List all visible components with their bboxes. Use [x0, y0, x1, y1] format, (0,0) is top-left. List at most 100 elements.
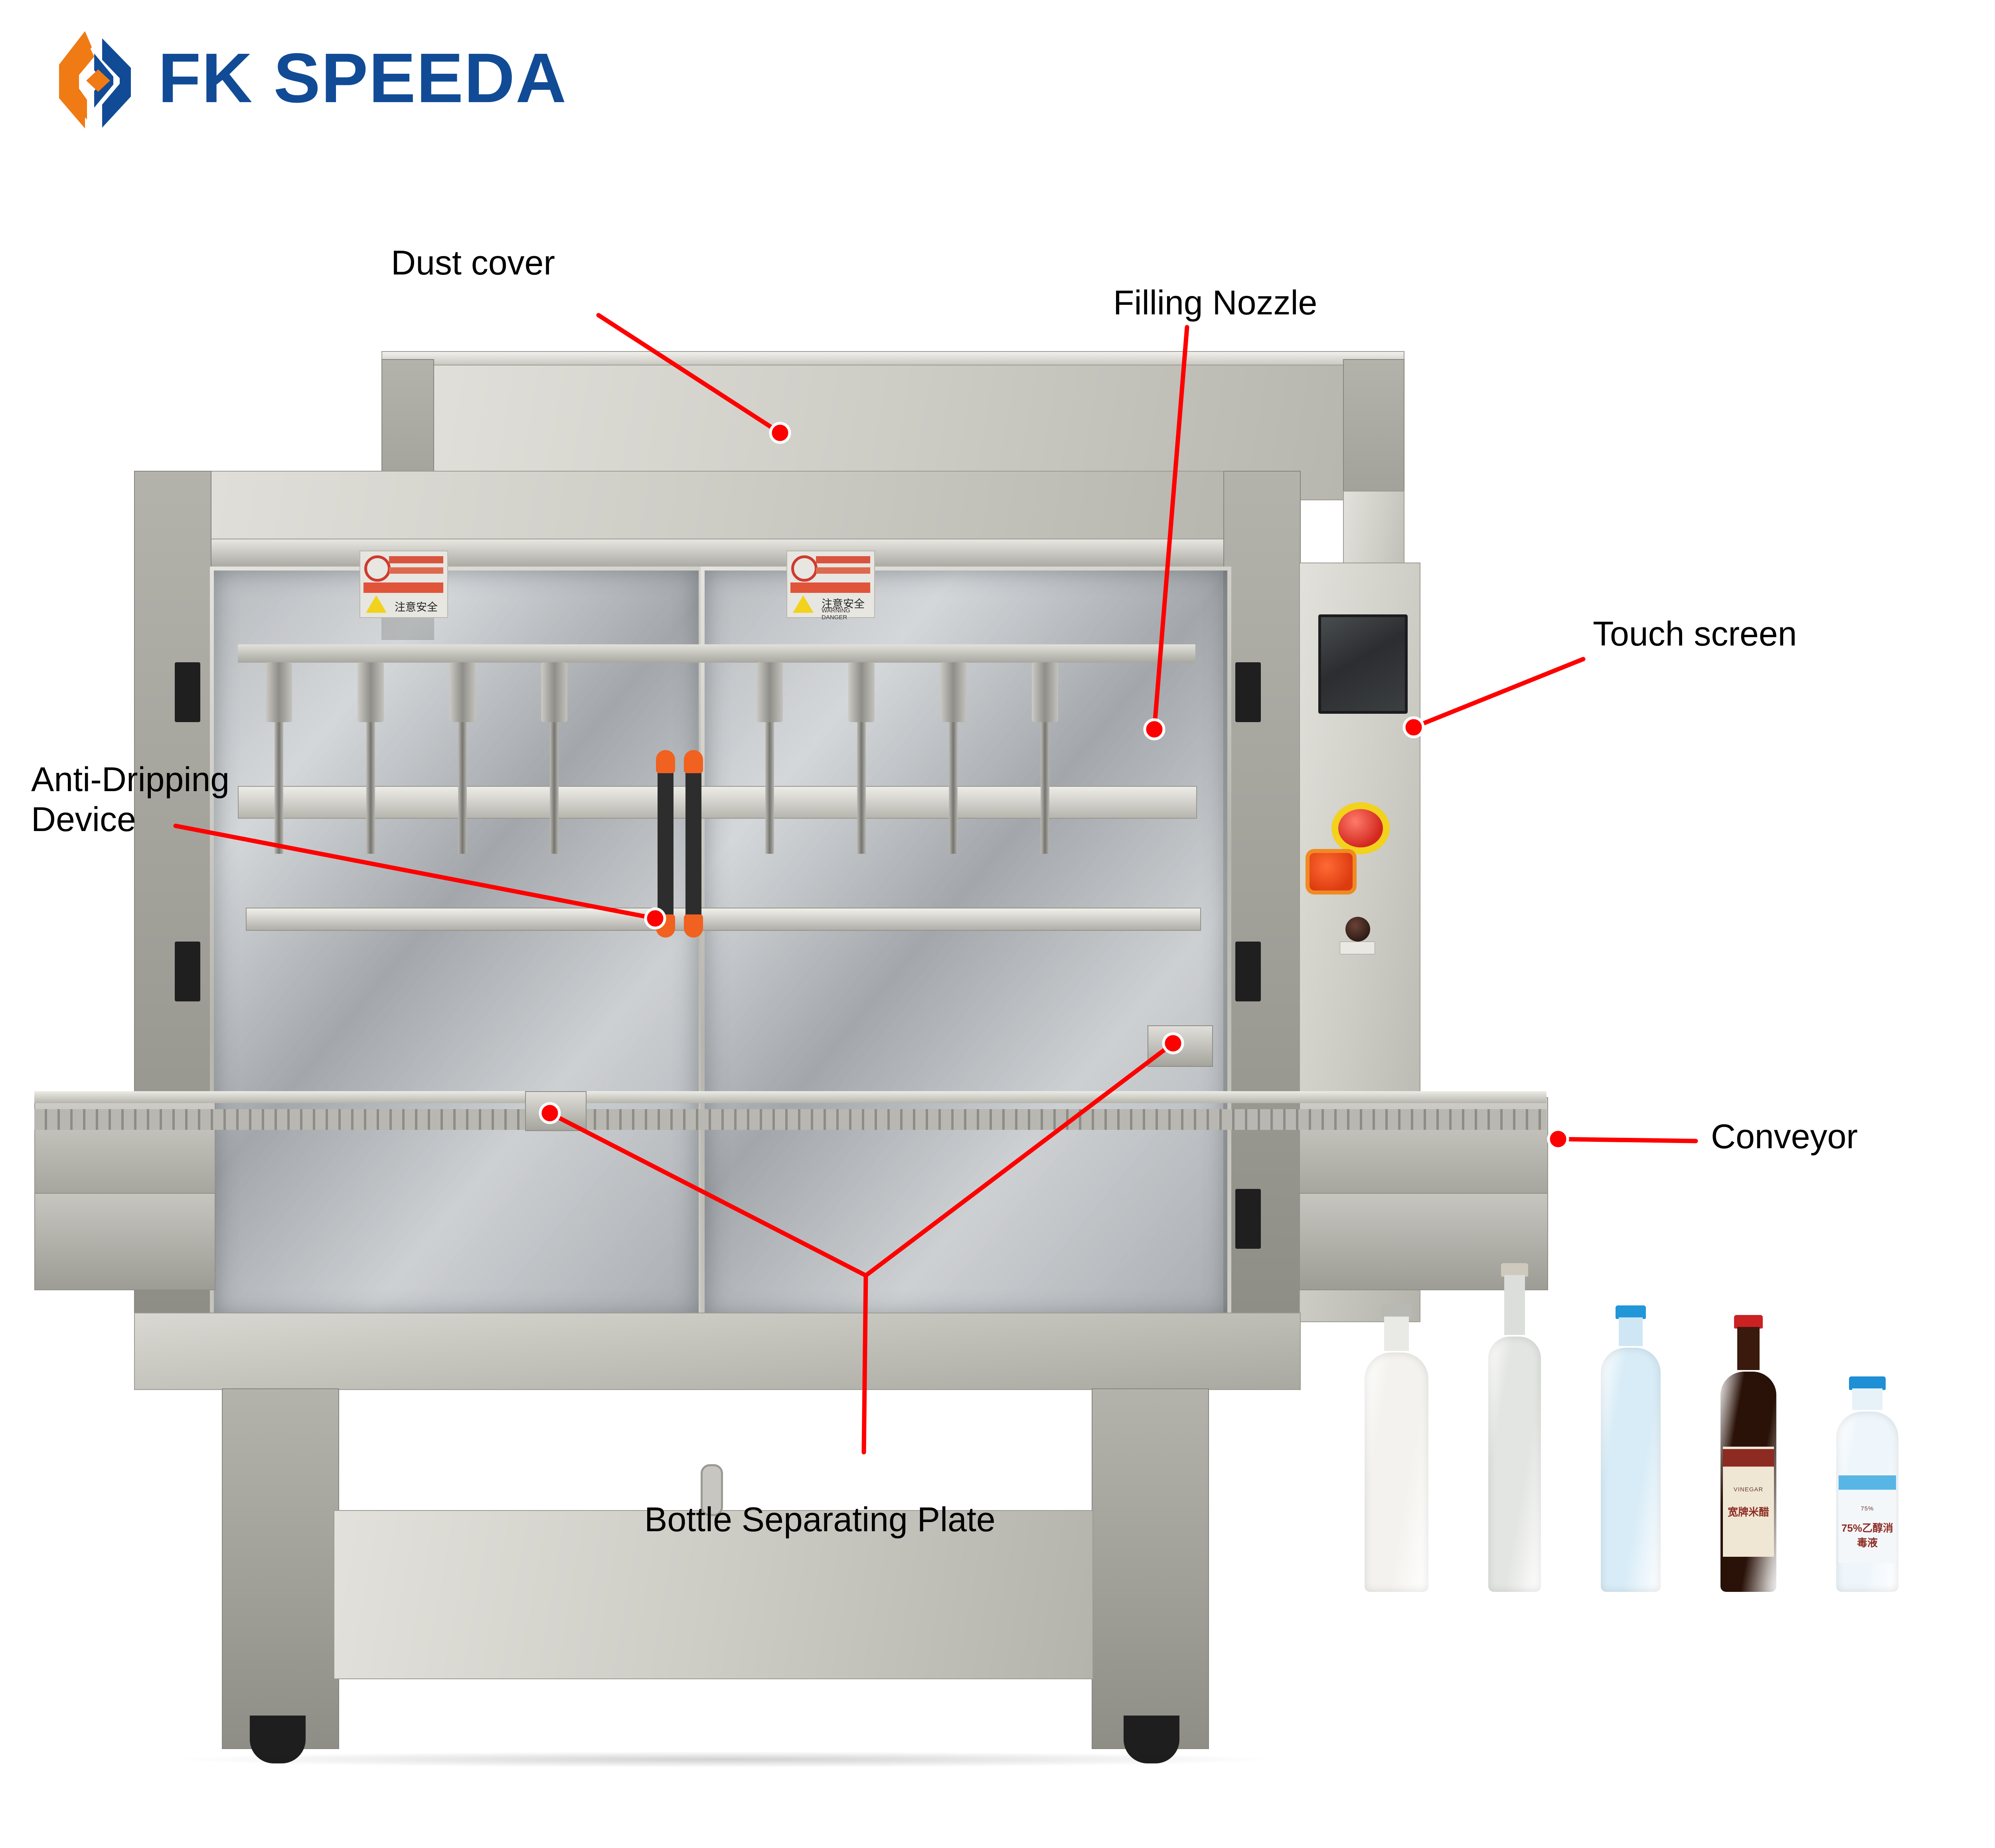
filling-nozzle-stem: [1041, 722, 1049, 854]
filling-nozzle-stem: [765, 722, 774, 854]
warning-sticker-text-cn: 注意安全: [822, 598, 865, 610]
emergency-stop-button[interactable]: [1338, 809, 1383, 847]
key-switch-label-plate: [1340, 942, 1375, 954]
sample-bottle-row: VINEGAR 宽牌米醋 75% 75%乙醇消毒液: [1365, 1263, 1979, 1592]
brand-logo: FK SPEEDA: [47, 28, 578, 132]
bottle-stopper-cylinder-right: [1148, 1025, 1213, 1067]
door-hinge-icon: [1235, 1189, 1261, 1249]
warning-sticker-left: 注意安全: [359, 551, 448, 618]
door-hinge-icon: [175, 662, 200, 722]
bottle-neck: [1619, 1317, 1643, 1346]
warning-triangle-icon: [366, 595, 387, 613]
anti-dripping-device-bar: [246, 908, 1201, 931]
conveyor-guide-rail: [34, 1091, 1547, 1103]
filling-nozzle-stem: [458, 722, 467, 854]
leveling-foot-icon: [250, 1716, 306, 1763]
door-hinge-icon: [175, 942, 200, 1001]
nozzle-manifold-beam: [238, 786, 1197, 819]
filling-nozzle: [940, 662, 966, 722]
leader-line-conveyor: [1556, 1137, 1698, 1143]
annotation-label-bottle-separating-plate: Bottle Separating Plate: [644, 1501, 996, 1539]
bottle-cap: [1734, 1315, 1763, 1329]
prohibition-icon: [791, 555, 818, 582]
machine-photograph: 注意安全 注意安全 WARNING DANGER: [34, 351, 1548, 1767]
fk-hexagon-logo-icon: [47, 28, 147, 132]
warning-triangle-icon: [793, 595, 814, 613]
brand-wordmark: FK SPEEDA: [158, 39, 567, 117]
disinfectant-bottle: 75% 75%乙醇消毒液: [1836, 1376, 1898, 1592]
bottle-separating-plate: [334, 1510, 1093, 1679]
pet-water-bottle: [1601, 1305, 1661, 1592]
bottle-body: [1488, 1337, 1541, 1592]
bottle-label: 75% 75%乙醇消毒液: [1839, 1473, 1896, 1563]
clear-glass-bottle: [1488, 1263, 1541, 1592]
annotation-label-dust-cover: Dust cover: [391, 244, 555, 282]
bottle-label-text-cn: 宽牌米醋: [1727, 1506, 1769, 1518]
machine-base-leg-left: [222, 1388, 339, 1749]
door-handle-cap-top: [656, 750, 675, 773]
bottle-cap: [1849, 1376, 1886, 1390]
bottle-body: [1365, 1352, 1428, 1592]
bottle-label-band: [1839, 1475, 1896, 1490]
door-handle-icon[interactable]: [685, 758, 701, 930]
filling-nozzle-stem: [275, 722, 283, 854]
vinegar-bottle: VINEGAR 宽牌米醋: [1720, 1315, 1776, 1592]
filling-nozzle: [757, 662, 783, 722]
leader-dot-conveyor: [1547, 1128, 1569, 1150]
leveling-foot-icon: [1124, 1716, 1179, 1763]
bottle-cap: [1616, 1305, 1646, 1319]
annotation-label-touch-screen: Touch screen: [1593, 615, 1797, 653]
nozzle-rail-upper: [238, 644, 1195, 663]
filling-nozzle: [541, 662, 567, 722]
bottle-cap: [1501, 1263, 1528, 1277]
filling-nozzle-stem: [949, 722, 958, 854]
filling-nozzle-stem: [366, 722, 375, 854]
machine-lower-housing: [134, 1313, 1301, 1390]
door-handle-icon[interactable]: [658, 758, 674, 930]
key-switch[interactable]: [1345, 917, 1370, 942]
bottle-neck: [1737, 1327, 1760, 1370]
filling-nozzle: [266, 662, 292, 722]
dust-cover-top-edge: [381, 351, 1404, 365]
machine-base-leg-right: [1092, 1388, 1209, 1749]
warning-sticker-red-bar-2: [389, 567, 443, 574]
bottle-stopper-cylinder-left: [525, 1091, 587, 1131]
bottle-body: [1601, 1348, 1661, 1592]
prohibition-icon: [364, 555, 391, 582]
power-rotary-switch[interactable]: [1310, 853, 1353, 890]
milk-bottle: [1365, 1305, 1428, 1592]
filling-nozzle-stem: [550, 722, 559, 854]
warning-sticker-red-bar-2: [816, 567, 870, 574]
door-handle-cap-bottom-2: [684, 914, 703, 938]
filling-nozzle: [1032, 662, 1058, 722]
bottle-label-text: 75%: [1861, 1505, 1874, 1512]
door-hinge-icon: [1235, 662, 1261, 722]
door-handle-cap-top-2: [684, 750, 703, 773]
warning-sticker-text-en: WARNING DANGER: [822, 607, 850, 621]
annotation-label-conveyor: Conveyor: [1711, 1117, 1858, 1156]
warning-sticker-right: 注意安全 WARNING DANGER: [786, 551, 875, 621]
warning-sticker-band: [363, 582, 443, 593]
bottle-label-text: VINEGAR: [1733, 1486, 1764, 1493]
annotation-label-filling-nozzle: Filling Nozzle: [1113, 284, 1317, 322]
bottle-label-text-cn: 75%乙醇消毒液: [1841, 1522, 1894, 1549]
warning-sticker-red-bar: [816, 556, 870, 563]
filling-nozzle-stem: [857, 722, 866, 854]
warning-sticker-text-cn: 注意安全: [395, 601, 438, 613]
filling-nozzle: [848, 662, 875, 722]
enclosure-right-column: [1223, 471, 1301, 1314]
separating-plate-latch-icon: [701, 1464, 723, 1516]
floor-shadow: [182, 1751, 1267, 1767]
bottle-neck: [1504, 1275, 1525, 1335]
filling-nozzle: [449, 662, 476, 722]
conveyor-side-panel-right: [1299, 1193, 1548, 1290]
bottle-neck: [1384, 1317, 1409, 1351]
warning-sticker-red-bar: [389, 556, 443, 563]
conveyor-chain-belt: [34, 1109, 1547, 1130]
warning-sticker-band: [790, 582, 870, 593]
bottle-neck: [1852, 1388, 1882, 1410]
bottle-label-band: [1722, 1449, 1774, 1467]
hmi-touch-screen[interactable]: [1318, 614, 1408, 714]
filling-nozzle: [358, 662, 384, 722]
bottle-cap: [1381, 1305, 1412, 1318]
